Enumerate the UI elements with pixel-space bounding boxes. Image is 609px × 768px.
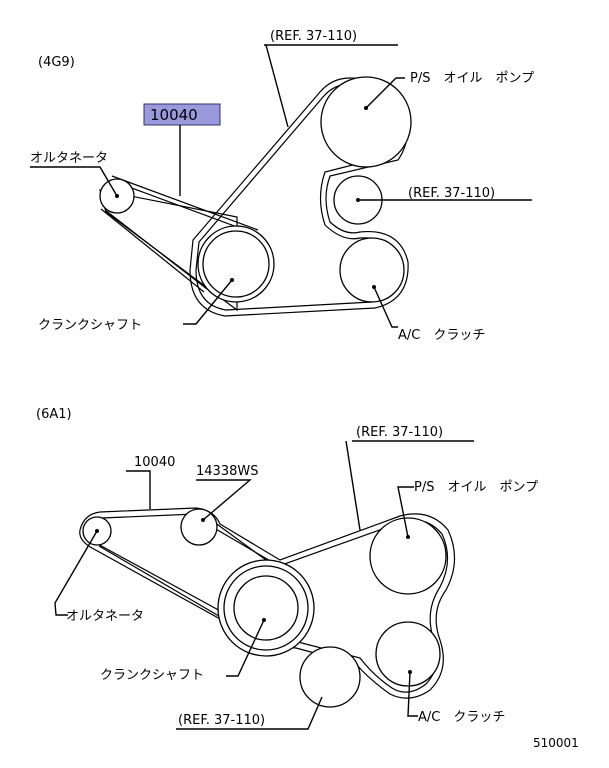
crankshaft-pulley-4g9 — [202, 230, 270, 298]
ps-pump-pulley-4g9 — [320, 76, 412, 168]
tensioner-pulley-6a1 — [180, 508, 218, 546]
engine-code-6a1: (6A1) — [36, 407, 72, 422]
alternator-label-4g9: オルタネータ — [30, 151, 108, 166]
crankshaft-pulley-6a1 — [233, 575, 299, 641]
ref-top-6a1[interactable]: (REF. 37-110) — [356, 425, 443, 440]
tensioner-part-label-6a1[interactable]: 14338WS — [196, 464, 258, 479]
idler-pulley-6a1 — [299, 646, 361, 708]
alternator-label-6a1: オルタネータ — [66, 609, 144, 624]
ac-clutch-label-6a1: A/C クラッチ — [418, 710, 505, 725]
crankshaft-label-4g9: クランクシャフト — [38, 318, 142, 333]
ps-pump-label-4g9: P/S オイル ポンプ — [410, 71, 534, 86]
ps-pump-pulley-6a1 — [369, 517, 447, 595]
part-number-label-6a1[interactable]: 10040 — [134, 455, 175, 470]
ps-pump-label-6a1: P/S オイル ポンプ — [414, 480, 538, 495]
ac-clutch-label-4g9: A/C クラッチ — [398, 328, 485, 343]
part-10040-hotspot[interactable]: 10040 — [143, 103, 221, 126]
ref-top-4g9[interactable]: (REF. 37-110) — [270, 29, 357, 44]
ac-clutch-pulley-6a1 — [375, 621, 441, 687]
ref-bottom-6a1[interactable]: (REF. 37-110) — [178, 713, 265, 728]
crankshaft-label-6a1: クランクシャフト — [100, 668, 204, 683]
figure-id: 510001 — [533, 736, 579, 750]
engine-code-4g9: (4G9) — [38, 55, 75, 70]
part-number-box[interactable] — [143, 103, 221, 126]
diagram-4g9: (4G9) 10040 — [30, 29, 534, 343]
diagram-6a1: (6A1) (REF. 37-110) 10040 14338WS P — [36, 407, 538, 730]
ref-mid-4g9[interactable]: (REF. 37-110) — [408, 186, 495, 201]
ac-clutch-pulley-4g9 — [339, 237, 405, 303]
part-number-label[interactable]: 10040 — [150, 106, 198, 124]
